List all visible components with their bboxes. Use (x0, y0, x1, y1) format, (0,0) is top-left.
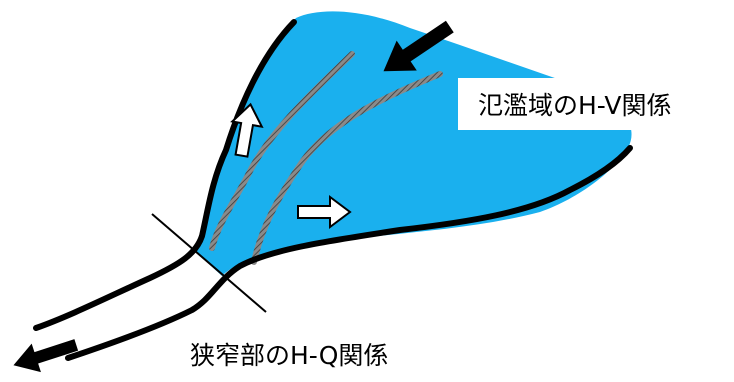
black-arrow-icon (383, 20, 454, 72)
white-arrow-icon (297, 195, 352, 229)
flow-streak-right (251, 71, 443, 265)
left-bank-line (33, 19, 297, 331)
black-arrow-icon (13, 339, 79, 373)
floodplain-label: 氾濫域のH-V関係 (478, 91, 671, 120)
white-arrow-icon (230, 102, 264, 158)
right-bank-line (65, 145, 633, 361)
floodplain-label-box (458, 78, 734, 130)
constriction-label: 狭窄部のH-Q関係 (190, 341, 388, 370)
constriction-line (151, 213, 267, 313)
flow-streak-left (209, 51, 355, 251)
